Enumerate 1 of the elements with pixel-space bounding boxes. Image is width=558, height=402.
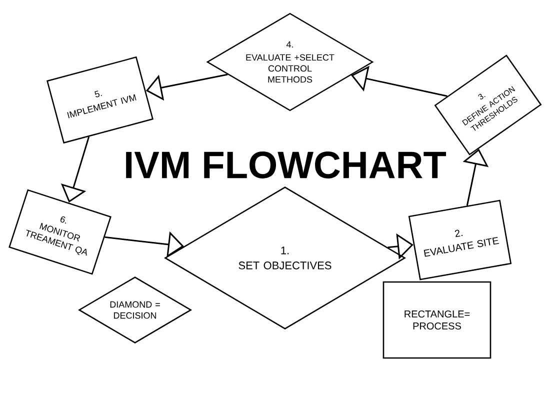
process-box: RECTANGLE= PROCESS xyxy=(382,281,492,359)
